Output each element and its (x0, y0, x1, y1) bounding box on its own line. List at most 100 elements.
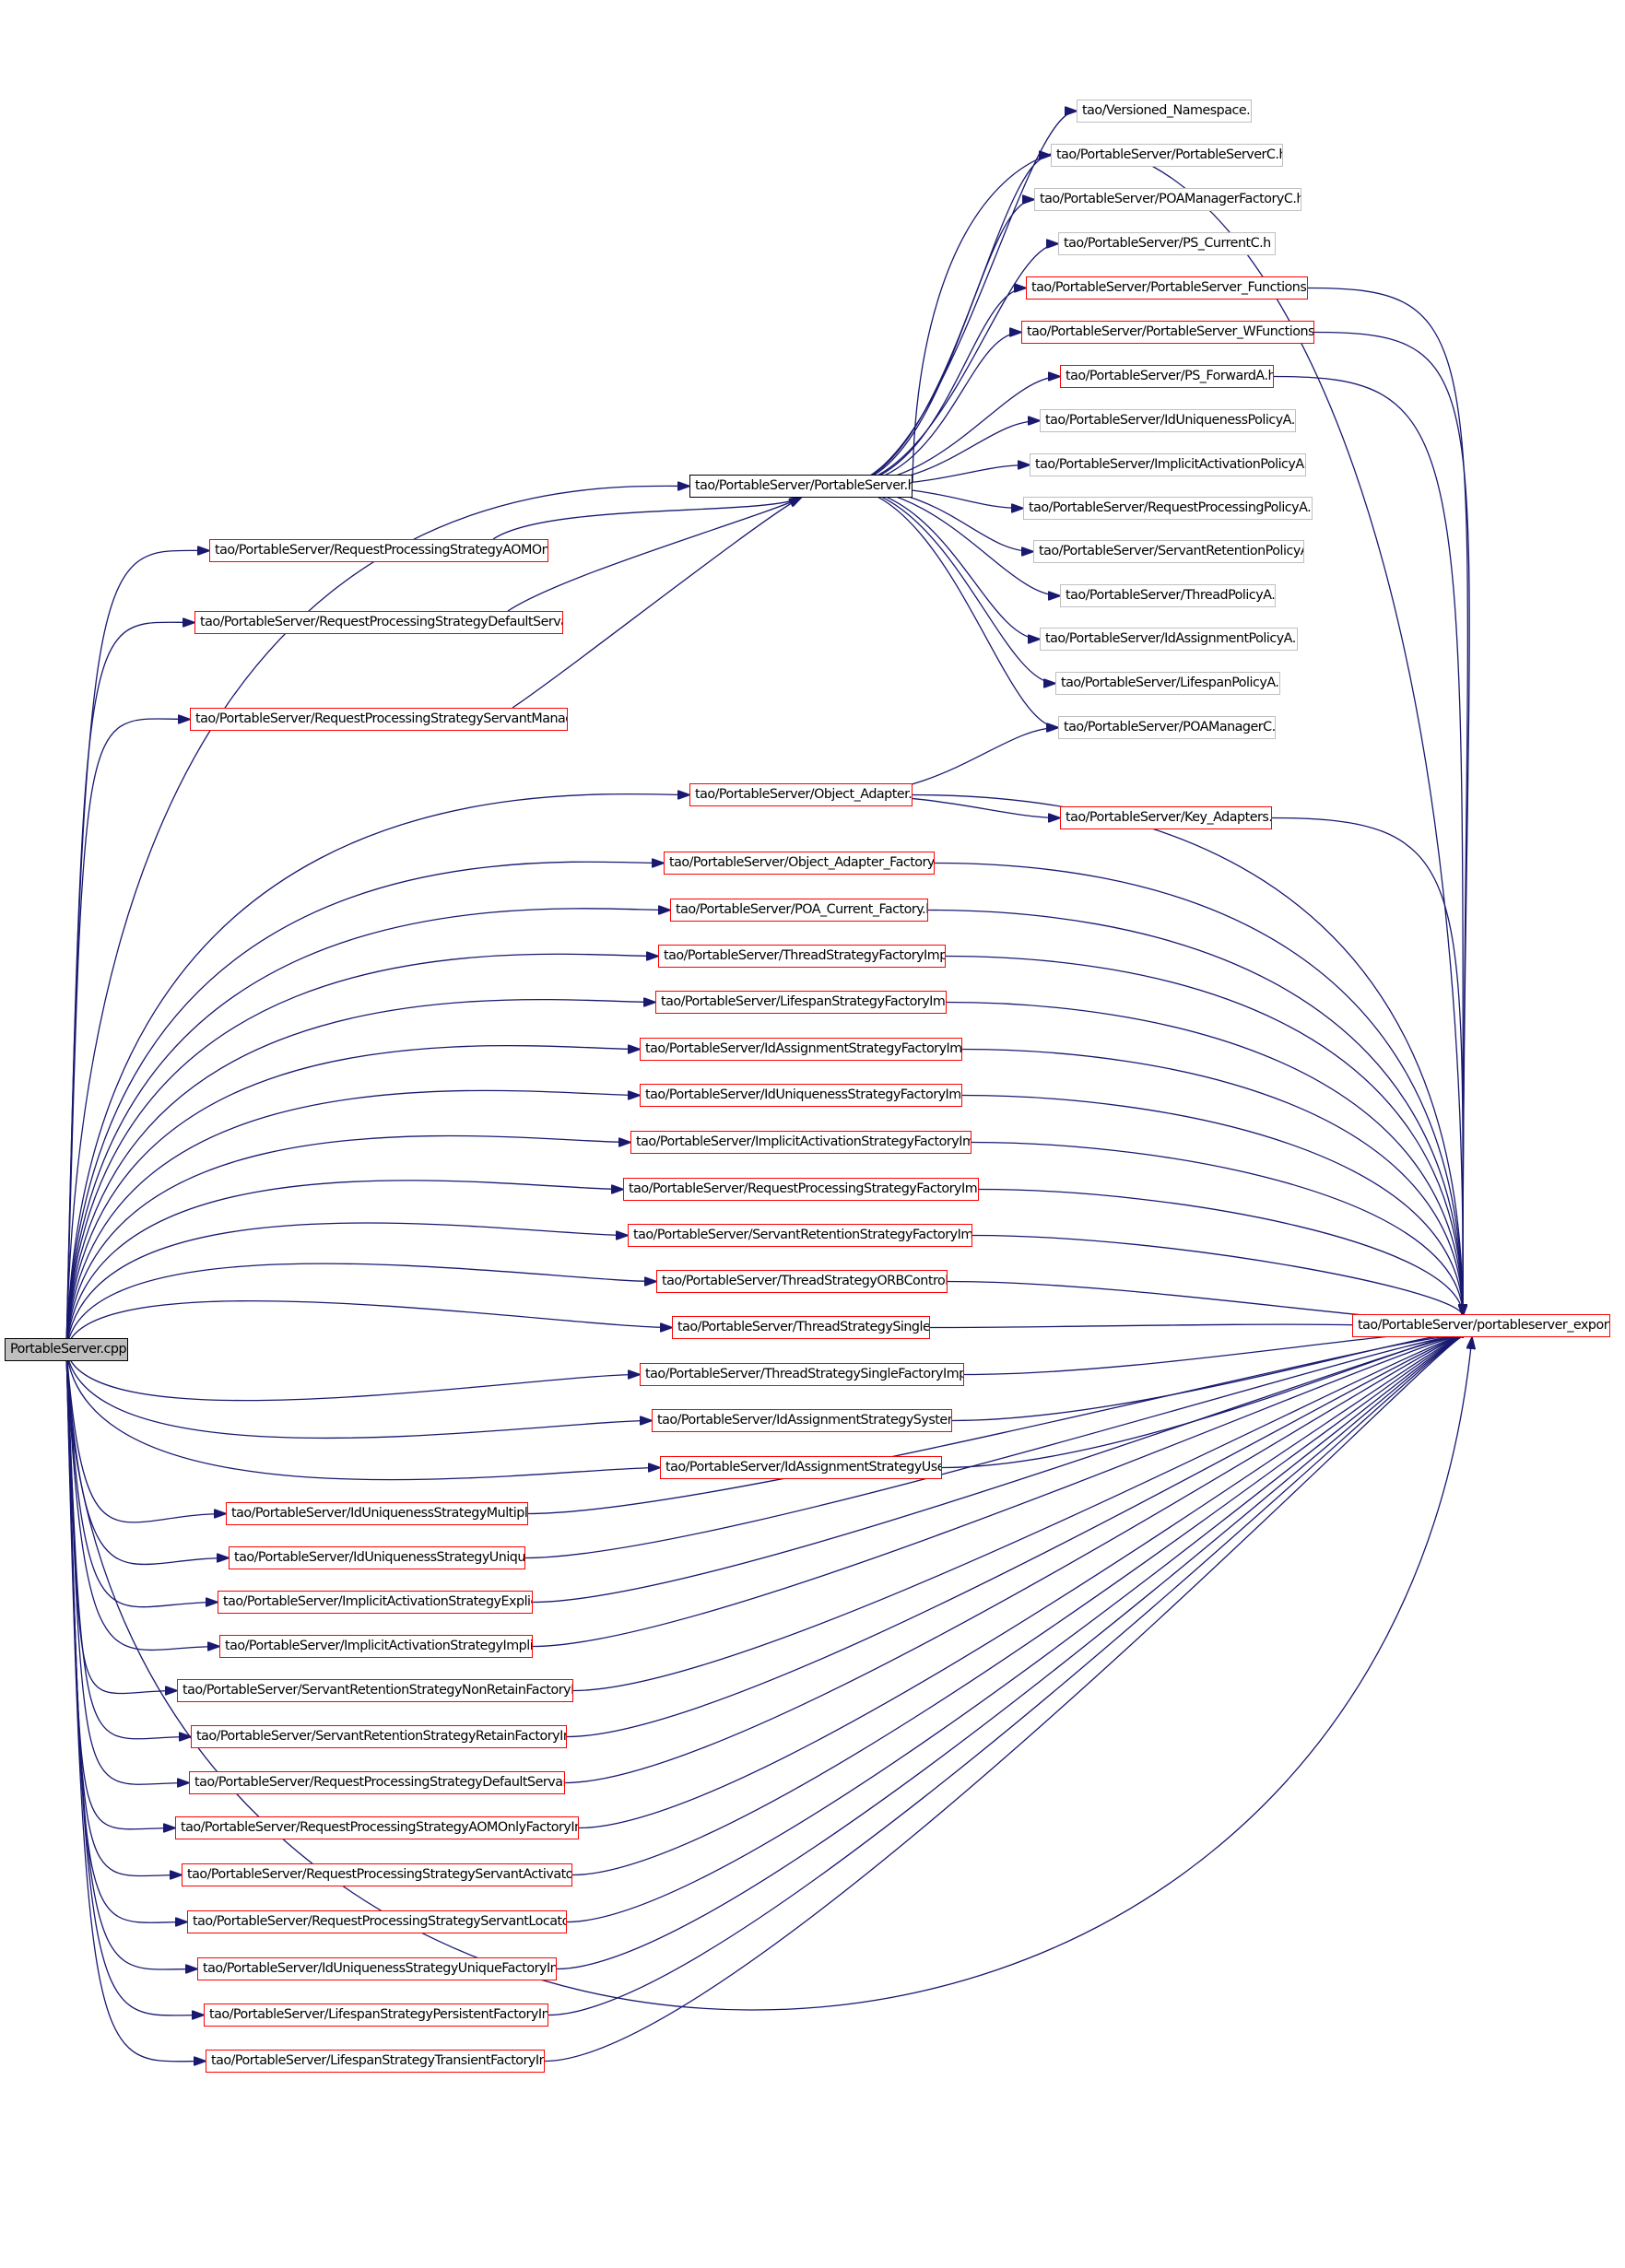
node-implicitactivationpolicya[interactable]: tao/PortableServer/ImplicitActivationPol… (1030, 453, 1306, 476)
node-lifespanstrategytransientfactoryimpl[interactable]: tao/PortableServer/LifespanStrategyTrans… (206, 2050, 545, 2073)
edge-root-to-rpsaomfi (65, 1349, 175, 1829)
edge-psh-to-poamc (837, 485, 1058, 728)
edge-iusmul-to-export (527, 1335, 1463, 1515)
edge-lstfi-to-export (544, 1337, 1463, 2062)
node-requestprocessingstrategyservantmanager[interactable]: tao/PortableServer/RequestProcessingStra… (190, 708, 568, 731)
node-object-adapter-factory[interactable]: tao/PortableServer/Object_Adapter_Factor… (664, 852, 935, 875)
node-idassignmentstrategyuser[interactable]: tao/PortableServer/IdAssignmentStrategyU… (660, 1456, 942, 1479)
node-poamanagerc[interactable]: tao/PortableServer/POAManagerC.h (1058, 716, 1276, 739)
edge-keyad-to-export (1271, 817, 1463, 1317)
edge-pswfun-to-export (1313, 331, 1470, 1317)
edge-iacsfi-to-export (971, 1141, 1463, 1317)
node-versioned-namespace[interactable]: tao/Versioned_Namespace.h (1077, 100, 1252, 123)
node-threadstrategyorbcontrol[interactable]: tao/PortableServer/ThreadStrategyORBCont… (656, 1270, 948, 1293)
edge-root-to-tssfi (65, 1349, 640, 1402)
edge-root-to-iusufi (65, 1349, 197, 1970)
edge-root-to-oaf (65, 862, 664, 1350)
node-key-adapters[interactable]: tao/PortableServer/Key_Adapters.h (1060, 806, 1272, 829)
edge-root-to-rpssm (65, 719, 190, 1350)
node-threadpolicya[interactable]: tao/PortableServer/ThreadPolicyA.h (1060, 584, 1276, 607)
node-idassignmentstrategyfactoryimpl[interactable]: tao/PortableServer/IdAssignmentStrategyF… (640, 1038, 962, 1061)
node-servantretentionstrategyretainfactoryimpl[interactable]: tao/PortableServer/ServantRetentionStrat… (191, 1725, 567, 1748)
node-requestprocessingstrategydefaultservantfi[interactable]: tao/PortableServer/RequestProcessingStra… (189, 1771, 565, 1794)
root-source-file-node[interactable]: PortableServer.cpp (5, 1338, 128, 1361)
node-iduniquenessstrategyuniquefactoryimpl[interactable]: tao/PortableServer/IdUniquenessStrategyU… (197, 1957, 557, 1980)
edge-lsfi-to-export (946, 1001, 1463, 1317)
edge-iusuni-to-export (524, 1336, 1463, 1559)
edge-root-to-lsfi (65, 1000, 655, 1350)
edge-iacsimp-to-export (532, 1336, 1463, 1648)
edge-rpssafi-to-export (571, 1336, 1463, 1876)
node-requestprocessingstrategyservantactivatorfi[interactable]: tao/PortableServer/RequestProcessingStra… (182, 1863, 572, 1886)
node-portableserver-wfunctions[interactable]: tao/PortableServer/PortableServer_WFunct… (1021, 321, 1314, 344)
edge-srsr-to-export (566, 1336, 1463, 1738)
node-threadstrategysinglefactoryimpl[interactable]: tao/PortableServer/ThreadStrategySingleF… (640, 1363, 964, 1386)
edge-root-to-iusmul (65, 1349, 226, 1523)
node-requestprocessingpolicya[interactable]: tao/PortableServer/RequestProcessingPoli… (1023, 497, 1313, 520)
edge-root-to-srsr (65, 1349, 191, 1739)
edge-root-to-iacsexp (65, 1349, 218, 1608)
node-portableserverc[interactable]: tao/PortableServer/PortableServerC.h (1051, 144, 1283, 167)
node-requestprocessingstrategyservantlocatorfi[interactable]: tao/PortableServer/RequestProcessingStra… (187, 1910, 567, 1933)
node-lifespanpolicya[interactable]: tao/PortableServer/LifespanPolicyA.h (1055, 672, 1280, 695)
edge-psh-to-poamfc (837, 200, 1034, 488)
edge-psfun-to-export (1307, 287, 1469, 1317)
edge-oa-to-export (912, 793, 1463, 1317)
edge-oaf-to-export (934, 862, 1463, 1317)
edge-srsfi-to-export (971, 1234, 1463, 1317)
node-ps-currentc[interactable]: tao/PortableServer/PS_CurrentC.h (1058, 232, 1276, 255)
node-requestprocessingstrategyaomonly[interactable]: tao/PortableServer/RequestProcessingStra… (209, 539, 548, 562)
edge-iusfi-to-export (961, 1094, 1463, 1317)
edge-root-to-iacsfi (65, 1134, 630, 1350)
node-servantretentionpolicya[interactable]: tao/PortableServer/ServantRetentionPolic… (1033, 540, 1304, 563)
node-object-adapter[interactable]: tao/PortableServer/Object_Adapter.h (689, 783, 913, 806)
edge-root-to-tsfi (65, 954, 658, 1350)
edge-root-to-iasfi (65, 1046, 640, 1350)
node-lifespanstrategypersistentfactoryimpl[interactable]: tao/PortableServer/LifespanStrategyPersi… (204, 2004, 548, 2027)
node-iduniquenessstrategymultiple[interactable]: tao/PortableServer/IdUniquenessStrategyM… (226, 1502, 528, 1525)
edge-iacsexp-to-export (532, 1336, 1463, 1604)
edge-rpsdsfi-to-export (564, 1336, 1463, 1784)
edge-psh-to-psc (837, 156, 1051, 488)
edge-root-to-rpsfi (65, 1180, 623, 1350)
edge-root-to-export (65, 1337, 1472, 2011)
edge-root-to-rpsdsfi (65, 1349, 189, 1785)
node-implicitactivationstrategyimplicit[interactable]: tao/PortableServer/ImplicitActivationStr… (219, 1635, 533, 1658)
edge-psh-to-psfwd (837, 377, 1060, 488)
edge-rpsaom-to-psh (492, 498, 801, 540)
node-ps-forwarda[interactable]: tao/PortableServer/PS_ForwardA.h (1060, 365, 1274, 388)
node-servantretentionstrategyfactoryimpl[interactable]: tao/PortableServer/ServantRetentionStrat… (628, 1224, 972, 1247)
node-poa-current-factory[interactable]: tao/PortableServer/POA_Current_Factory.h (670, 899, 928, 922)
node-requestprocessingstrategyaomonlyfactoryimpl[interactable]: tao/PortableServer/RequestProcessingStra… (175, 1816, 579, 1839)
node-servantretentionstrategynonretainfactoryimpl[interactable]: tao/PortableServer/ServantRetentionStrat… (177, 1679, 573, 1702)
node-idassignmentstrategysystem[interactable]: tao/PortableServer/IdAssignmentStrategyS… (652, 1409, 952, 1432)
node-threadstrategyfactoryimpl[interactable]: tao/PortableServer/ThreadStrategyFactory… (658, 945, 946, 968)
edge-root-to-iasuser (65, 1349, 660, 1481)
edge-root-to-iusfi (65, 1089, 640, 1350)
node-implicitactivationstrategyexplicit[interactable]: tao/PortableServer/ImplicitActivationStr… (218, 1591, 533, 1614)
edge-rpsaomfi-to-export (578, 1336, 1463, 1829)
edge-psh-to-versioned (837, 112, 1077, 488)
node-iduniquenessstrategyunique[interactable]: tao/PortableServer/IdUniquenessStrategyU… (229, 1546, 525, 1569)
node-iduniquenesspolicya[interactable]: tao/PortableServer/IdUniquenessPolicyA.h (1040, 409, 1296, 432)
edge-psh-to-psfun (837, 288, 1026, 488)
edge-iusufi-to-export (556, 1336, 1463, 1970)
node-requestprocessingstrategyfactoryimpl[interactable]: tao/PortableServer/RequestProcessingStra… (623, 1178, 979, 1201)
edge-root-to-tss (65, 1299, 672, 1350)
node-requestprocessingstrategydefaultservant[interactable]: tao/PortableServer/RequestProcessingStra… (194, 611, 563, 634)
node-threadstrategysingle[interactable]: tao/PortableServer/ThreadStrategySingle.… (672, 1316, 930, 1339)
node-portableserver-export[interactable]: tao/PortableServer/portableserver_export… (1352, 1314, 1610, 1337)
node-idassignmentpolicya[interactable]: tao/PortableServer/IdAssignmentPolicyA.h (1040, 628, 1298, 651)
edge-rpsfi-to-export (978, 1188, 1463, 1317)
edge-psh-to-pswfun (837, 333, 1021, 488)
edge-root-to-oa (65, 794, 689, 1350)
node-portableserver-h[interactable]: tao/PortableServer/PortableServer.h (689, 475, 913, 498)
edge-srsnr-to-export (572, 1336, 1463, 1692)
node-portableserver-functions[interactable]: tao/PortableServer/PortableServer_Functi… (1026, 276, 1308, 300)
node-implicitactivationstrategyfactoryimpl[interactable]: tao/PortableServer/ImplicitActivationStr… (630, 1131, 971, 1154)
node-poamanagerfactoryc[interactable]: tao/PortableServer/POAManagerFactoryC.h (1034, 188, 1301, 211)
node-iduniquenessstrategyfactoryimpl[interactable]: tao/PortableServer/IdUniquenessStrategyF… (640, 1084, 962, 1107)
edge-root-to-pcf (65, 909, 670, 1350)
node-lifespanstrategyfactoryimpl[interactable]: tao/PortableServer/LifespanStrategyFacto… (655, 991, 947, 1014)
